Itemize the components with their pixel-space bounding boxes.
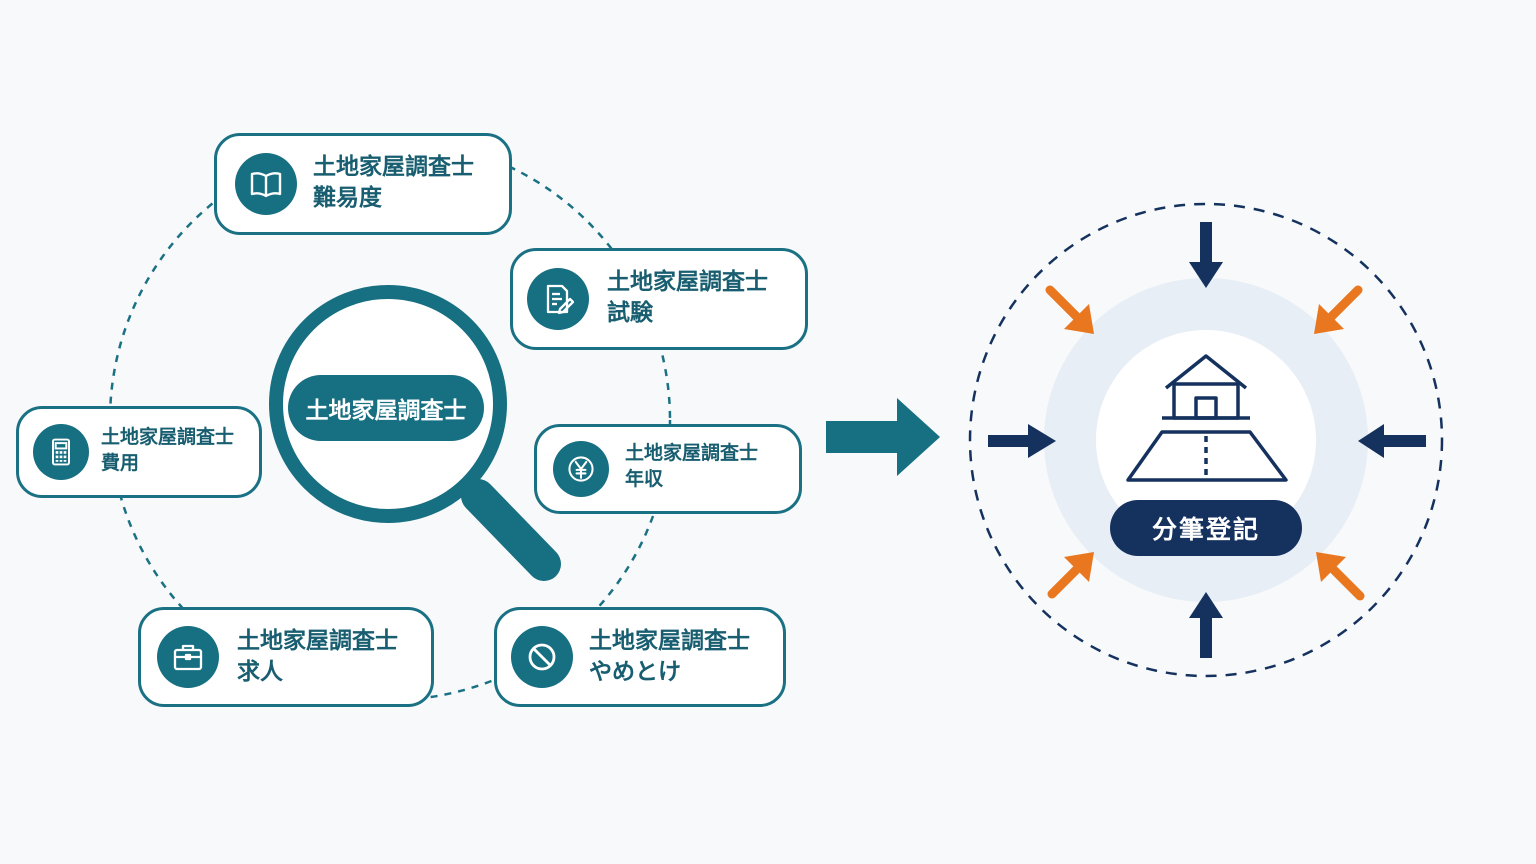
prohibited-icon [511,626,573,688]
keyword-card-label: 土地家屋調査士 難易度 [313,152,474,214]
calculator-icon [33,424,89,480]
keyword-card-suffix: 難易度 [313,185,382,212]
keyword-card-difficulty[interactable]: 土地家屋調査士 難易度 [214,133,512,235]
arrow-left-icon [1358,424,1426,458]
keyword-card-suffix: やめとけ [589,659,681,686]
house-land-division-icon [1126,354,1288,482]
briefcase-icon [157,626,219,688]
keyword-card-title: 土地家屋調査士 [101,426,235,448]
keyword-card-exam[interactable]: 土地家屋調査士 試験 [510,248,808,350]
keyword-card-salary[interactable]: 土地家屋調査士 年収 [534,424,802,514]
keyword-card-label: 土地家屋調査士 年収 [625,441,758,492]
keyword-card-title: 土地家屋調査士 [313,154,474,180]
result-label-pill: 分筆登記 [1110,500,1302,556]
keyword-card-label: 土地家屋調査士 求人 [237,626,398,688]
arrow-up-icon [1189,592,1223,658]
keyword-card-cost[interactable]: 土地家屋調査士 費用 [16,406,262,498]
keyword-card-jobs[interactable]: 土地家屋調査士 求人 [138,607,434,707]
arrow-down-icon [1189,222,1223,288]
keyword-card-suffix: 求人 [237,659,283,686]
keyword-card-title: 土地家屋調査士 [625,442,759,464]
keyword-card-label: 土地家屋調査士 やめとけ [589,626,750,688]
keyword-card-title: 土地家屋調査士 [589,628,750,654]
flow-arrow-icon [826,398,940,476]
center-keyword-pill: 土地家屋調査士 [288,375,484,441]
book-icon [235,153,297,215]
arrow-right-icon [988,424,1056,458]
keyword-card-suffix: 費用 [101,451,140,474]
keyword-card-suffix: 年収 [625,467,664,490]
yen-icon [553,441,609,497]
keyword-card-suffix: 試験 [607,300,653,327]
keyword-card-label: 土地家屋調査士 試験 [607,267,768,329]
keyword-card-quit[interactable]: 土地家屋調査士 やめとけ [494,607,786,707]
keyword-card-title: 土地家屋調査士 [607,269,768,295]
keyword-card-label: 土地家屋調査士 費用 [101,425,234,476]
orange-arrow-icon [1045,285,1365,601]
keyword-card-title: 土地家屋調査士 [237,628,398,654]
document-pencil-icon [527,268,589,330]
